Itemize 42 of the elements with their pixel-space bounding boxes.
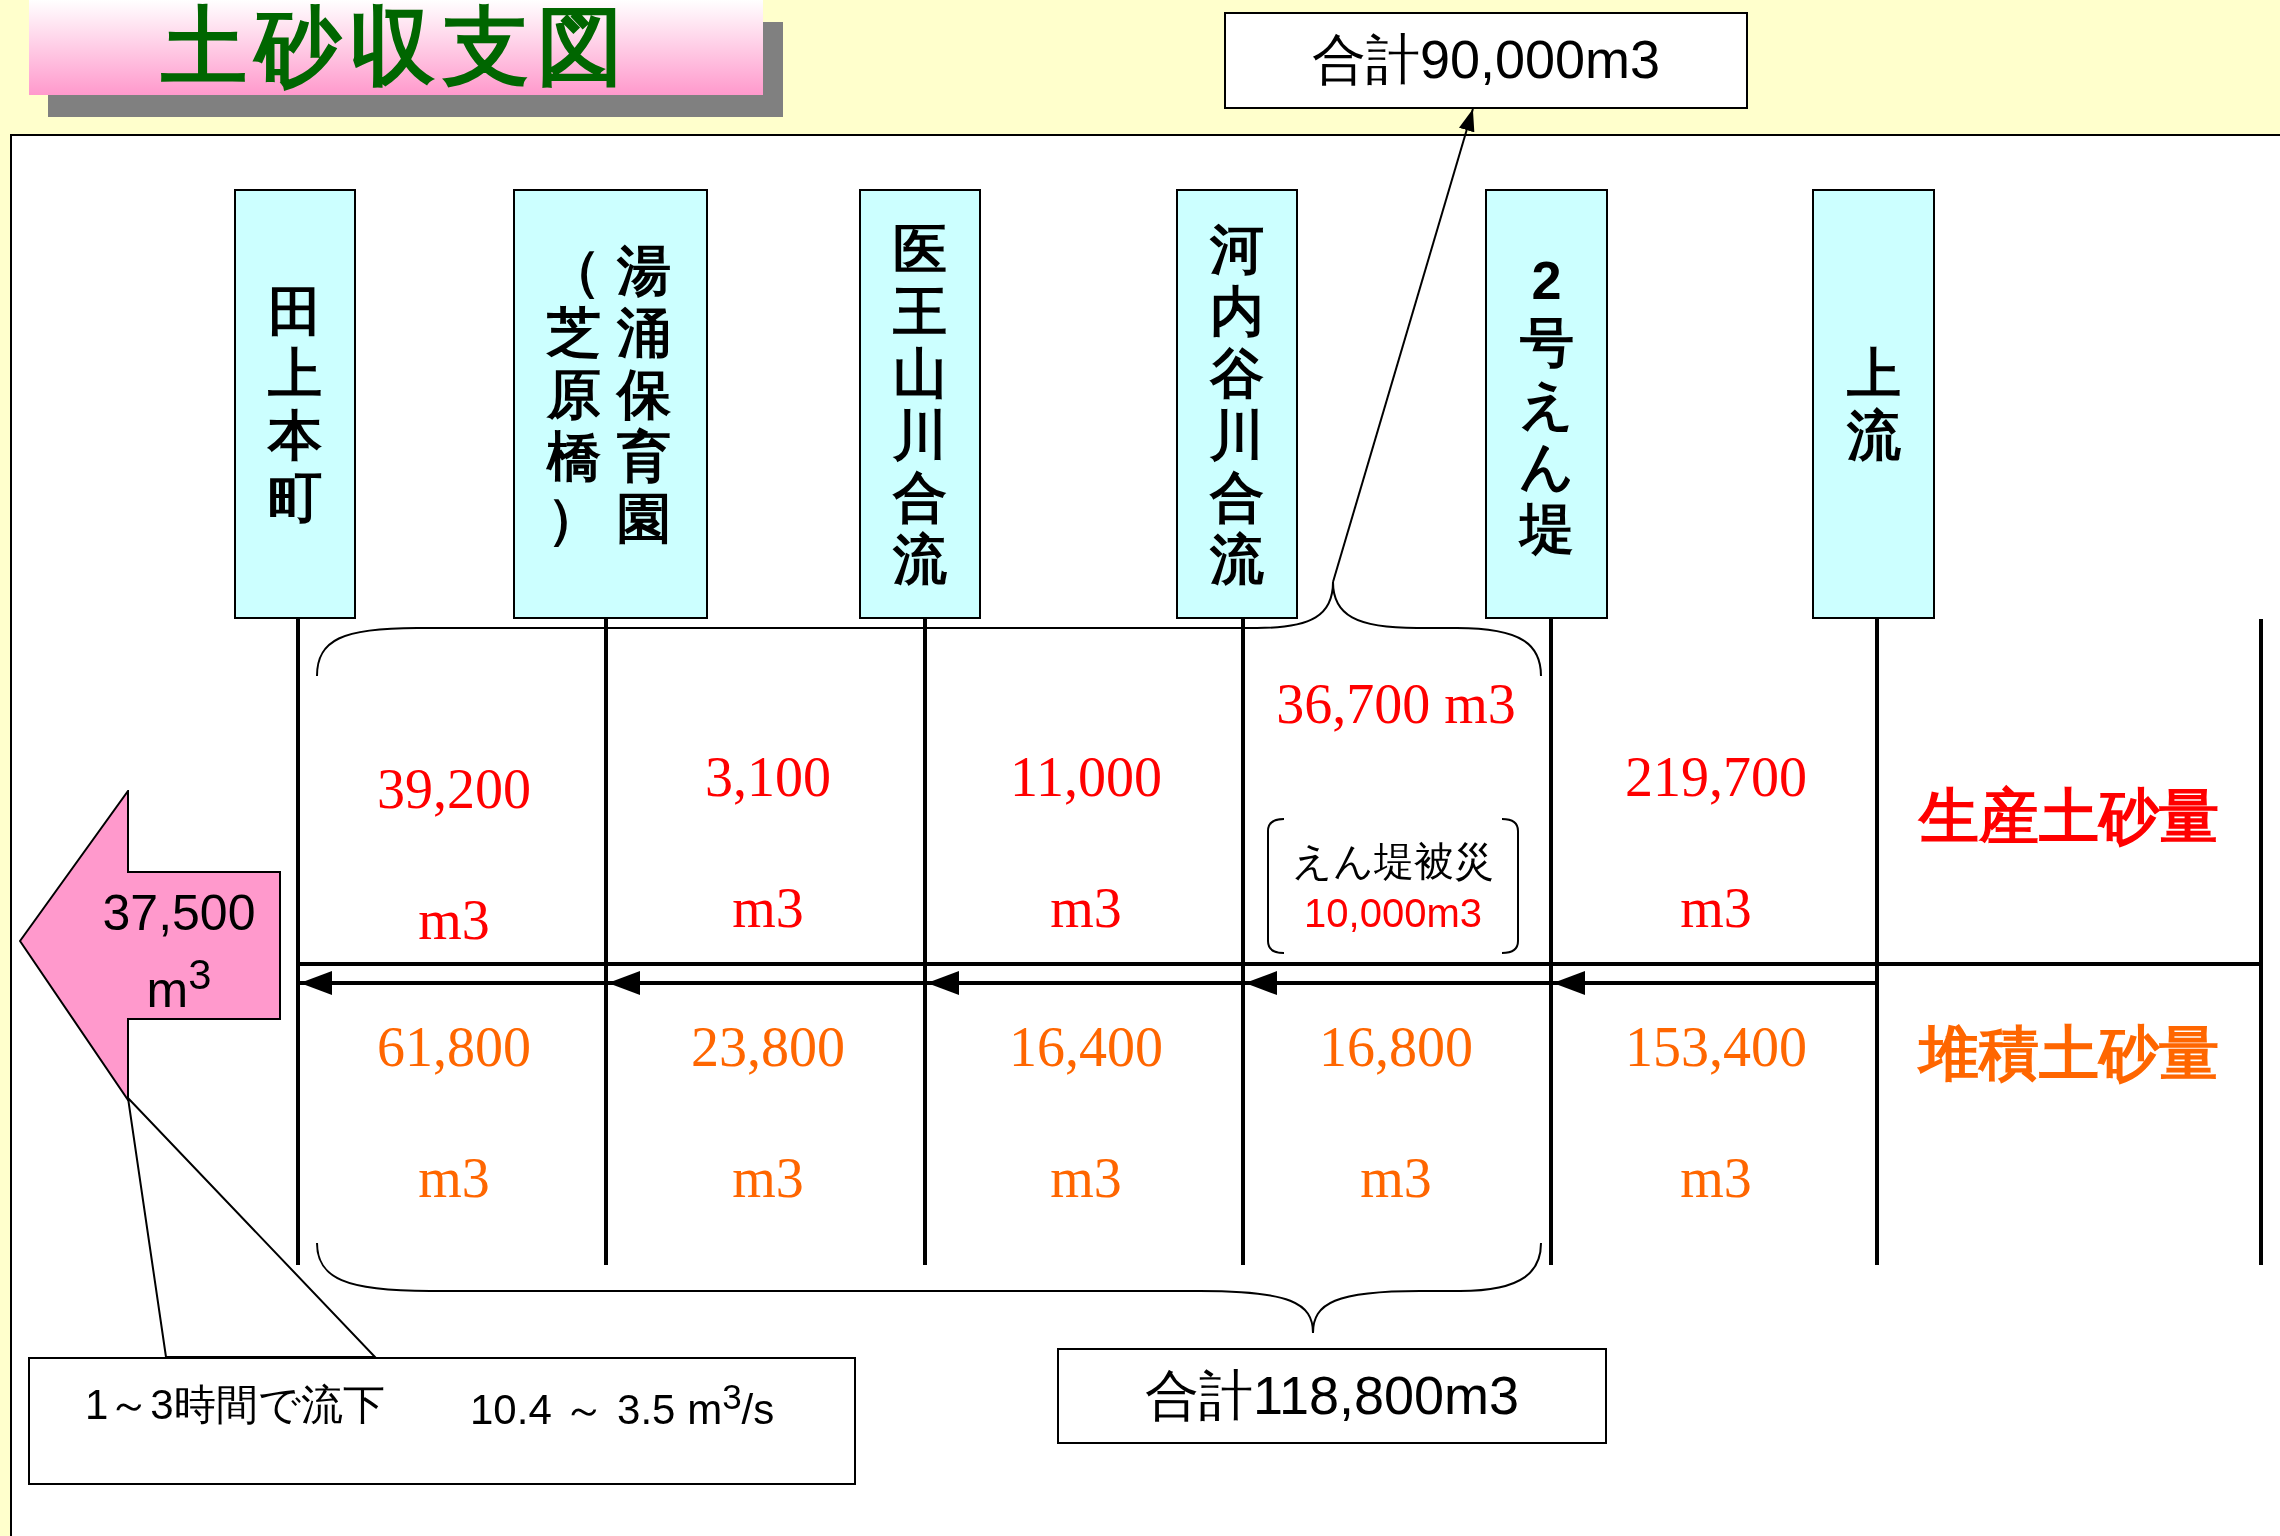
flow-arrow	[1553, 971, 1875, 995]
value-label: 36,700 m3	[1275, 672, 1517, 737]
value-label: 219,700 m3	[1624, 745, 1808, 941]
flow-arrow	[927, 971, 1241, 995]
location-label: 湯涌保育園（芝原橋）	[545, 239, 673, 550]
title-text: 土砂収支図	[161, 0, 631, 96]
value-label: 23,800 m3	[690, 1015, 846, 1211]
callout-box	[28, 1357, 856, 1485]
amount-label: 37,500 m$^{3}$	[101, 884, 257, 1019]
value-label: 39,200 m3	[376, 757, 532, 953]
row-heading: 堆積土砂量	[1916, 1019, 2220, 1089]
value-label: 3,100 m3	[704, 745, 832, 941]
flow-arrow	[300, 971, 604, 995]
flow-arrow	[608, 971, 923, 995]
row-heading: 生産土砂量	[1917, 782, 2220, 852]
location-box	[513, 189, 708, 619]
location-box	[859, 189, 981, 619]
note-text: えん堤被災	[1292, 838, 1494, 885]
value-label: 153,400 m3	[1624, 1015, 1808, 1211]
value-label: 16,800 m3	[1318, 1015, 1474, 1211]
value-label: 16,400 m3	[1008, 1015, 1164, 1211]
location-box	[1176, 189, 1298, 619]
location-label: 田上本町	[266, 280, 323, 528]
value-label: 11,000 m3	[1009, 745, 1163, 941]
value-label: 61,800 m3	[376, 1015, 532, 1211]
total-box	[1057, 1348, 1607, 1444]
total-box	[1224, 12, 1748, 109]
flow-arrow	[1245, 971, 1549, 995]
callout-text: 10.4 ～ 3.5 m$^{3}$/s	[470, 1377, 775, 1435]
total-label: 合計90,000m3	[1311, 28, 1661, 91]
callout-text: 1～3時間で流下	[85, 1380, 385, 1430]
location-box	[234, 189, 356, 619]
location-label: 河内谷川合流	[1208, 218, 1265, 590]
location-box	[1812, 189, 1935, 619]
leader-line	[126, 1095, 378, 1358]
leader-arrow	[1332, 108, 1475, 583]
total-label: 合計118,800m3	[1144, 1363, 1520, 1427]
location-label: 上流	[1845, 342, 1902, 466]
note-text: 10,000m3	[1304, 890, 1482, 937]
location-label: 2号えん堤	[1518, 249, 1575, 559]
location-box	[1485, 189, 1608, 619]
location-label: 医王山川合流	[891, 218, 948, 590]
